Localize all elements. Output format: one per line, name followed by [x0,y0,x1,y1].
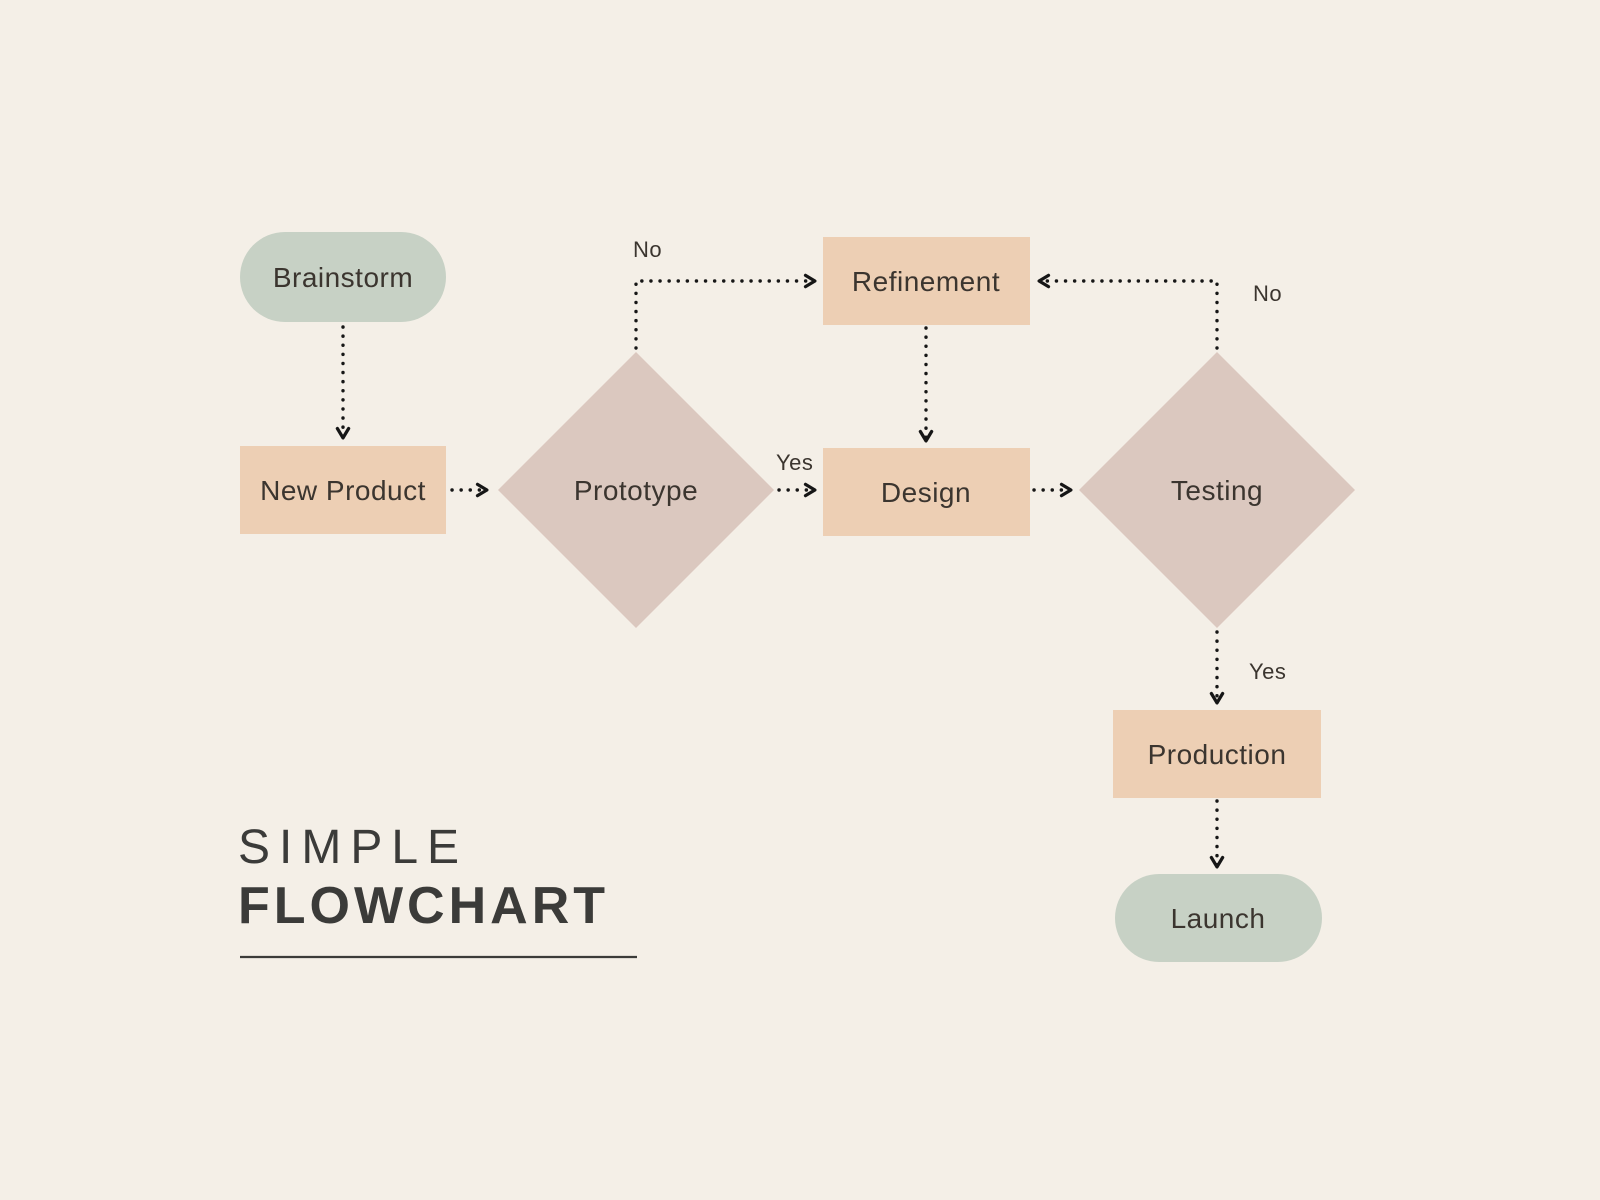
node-production-shape [1113,710,1321,798]
node-refinement-label: Refinement [852,266,1000,297]
node-launch-label: Launch [1171,903,1266,934]
node-launch-shape [1115,874,1322,962]
node-labels: Brainstorm New Product Prototype Refinem… [260,262,1286,934]
edge-label-prototype-yes: Yes [776,450,813,475]
edge-group [335,273,1225,869]
node-design-shape [823,448,1030,536]
edge-label-testing-yes: Yes [1249,659,1286,684]
node-testing-shape [1079,352,1355,628]
title-line1: SIMPLE [238,821,468,874]
edge-testing-no-to-refinement [1037,273,1219,350]
node-brainstorm-label: Brainstorm [273,262,413,293]
node-new-product-label: New Product [260,475,426,506]
node-refinement-shape [823,237,1030,325]
node-new-product-shape [240,446,446,534]
edge-label-testing-no: No [1253,281,1282,306]
node-prototype-shape [498,352,774,628]
title-line2: FLOWCHART [238,877,609,935]
node-shapes [240,232,1355,962]
title-block: SIMPLE FLOWCHART [238,821,637,959]
node-prototype-label: Prototype [574,475,698,506]
edge-labels: No Yes No Yes [633,237,1286,684]
edge-prototype-no-to-refinement [634,273,817,350]
node-production-label: Production [1148,739,1287,770]
node-design-label: Design [881,477,971,508]
node-testing-label: Testing [1171,475,1263,506]
edge-label-prototype-no: No [633,237,662,262]
node-brainstorm-shape [240,232,446,322]
